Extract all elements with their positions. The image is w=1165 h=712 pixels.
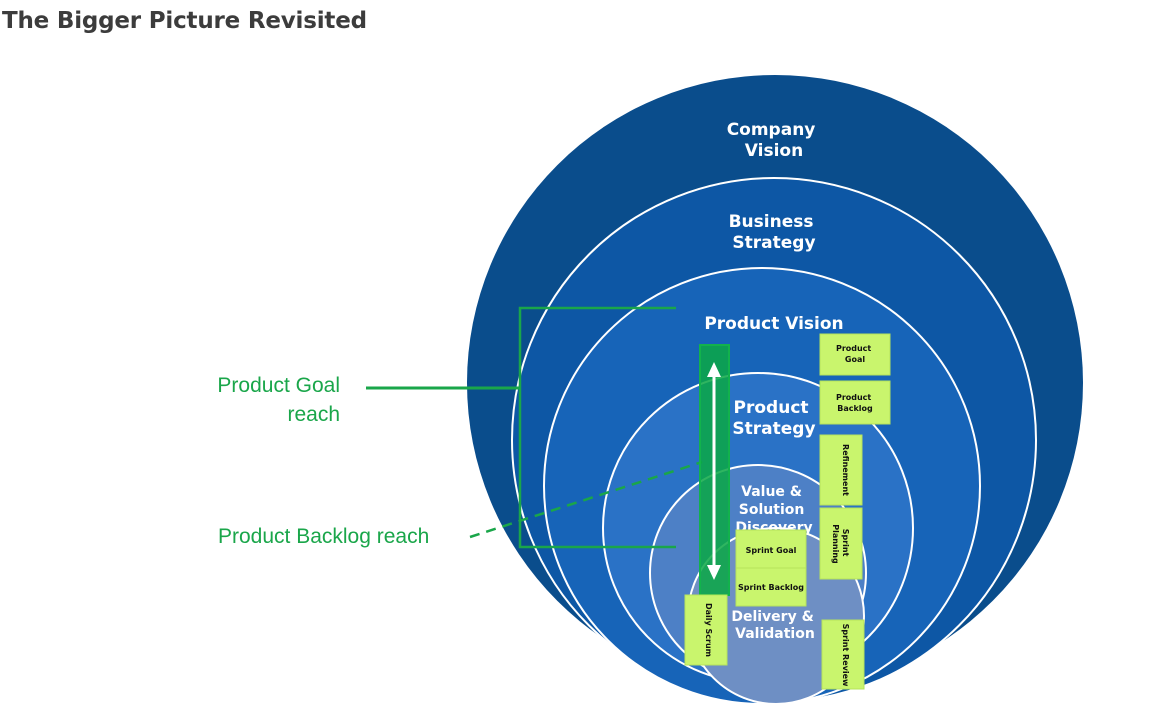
note-product-goal: Product Goal bbox=[819, 333, 891, 376]
note-sprint-goal-text: Sprint Goal bbox=[746, 546, 797, 555]
note-sprint-review: Sprint Review bbox=[821, 619, 865, 690]
product-vision-label: Product Vision bbox=[704, 314, 843, 334]
product-goal-reach-bracket bbox=[518, 306, 676, 549]
value-solution-discovery-line-1: Value & bbox=[741, 484, 802, 500]
arrow-down-icon bbox=[707, 565, 721, 580]
note-product-backlog-line-2: Backlog bbox=[837, 404, 873, 413]
arrow-up-icon bbox=[707, 362, 721, 377]
note-product-goal-line-1: Product bbox=[836, 344, 871, 353]
company-vision-line-2: Vision bbox=[745, 141, 803, 161]
note-product-backlog-line-1: Product bbox=[836, 393, 871, 402]
note-refinement-text: Refinement bbox=[841, 444, 850, 496]
product-goal-reach-line-1: Product Goal bbox=[217, 374, 340, 397]
delivery-validation-line-1: Delivery & bbox=[731, 609, 813, 625]
note-sprint-backlog-text: Sprint Backlog bbox=[738, 583, 804, 592]
note-product-goal-line-2: Goal bbox=[845, 355, 865, 364]
business-strategy-line-2: Strategy bbox=[732, 233, 815, 253]
note-sprint-goal: Sprint Goal bbox=[735, 529, 807, 569]
product-goal-reach-line-2: reach bbox=[287, 403, 340, 426]
note-daily-scrum-text: Daily Scrum bbox=[704, 603, 713, 657]
note-sprint-review-text: Sprint Review bbox=[841, 624, 850, 687]
note-sprint-planning-line-2: Planning bbox=[831, 524, 840, 564]
business-strategy-label: Business Strategy bbox=[729, 212, 820, 253]
product-strategy-label: Product Strategy bbox=[732, 398, 815, 439]
value-solution-discovery-label: Value & Solution Discovery bbox=[735, 484, 812, 536]
product-strategy-line-2: Strategy bbox=[732, 419, 815, 439]
value-solution-discovery-line-2: Solution bbox=[739, 502, 805, 518]
note-sprint-planning: Sprint Planning bbox=[819, 507, 863, 580]
product-strategy-line-1: Product bbox=[734, 398, 809, 418]
delivery-validation-line-2: Validation bbox=[735, 626, 815, 642]
svg-text:Product Backlog: Product Backlog bbox=[836, 393, 874, 413]
svg-text:Product Goal: Product Goal bbox=[836, 344, 874, 364]
product-backlog-reach-dashed-line bbox=[469, 460, 703, 539]
page-title: The Bigger Picture Revisited bbox=[2, 8, 367, 34]
product-goal-reach-label: Product Goal reach bbox=[170, 371, 340, 429]
note-product-backlog: Product Backlog bbox=[819, 380, 891, 425]
note-refinement: Refinement bbox=[819, 434, 863, 506]
note-daily-scrum: Daily Scrum bbox=[684, 594, 728, 666]
product-backlog-reach-label: Product Backlog reach bbox=[218, 525, 430, 548]
note-sprint-planning-line-1: Sprint bbox=[841, 529, 850, 557]
company-vision-label: Company Vision bbox=[727, 120, 822, 161]
note-sprint-backlog: Sprint Backlog bbox=[735, 567, 807, 607]
svg-text:Sprint Planning: Sprint Planning bbox=[831, 524, 850, 564]
company-vision-line-1: Company bbox=[727, 120, 816, 140]
business-strategy-line-1: Business bbox=[729, 212, 814, 232]
delivery-validation-label: Delivery & Validation bbox=[731, 609, 818, 642]
